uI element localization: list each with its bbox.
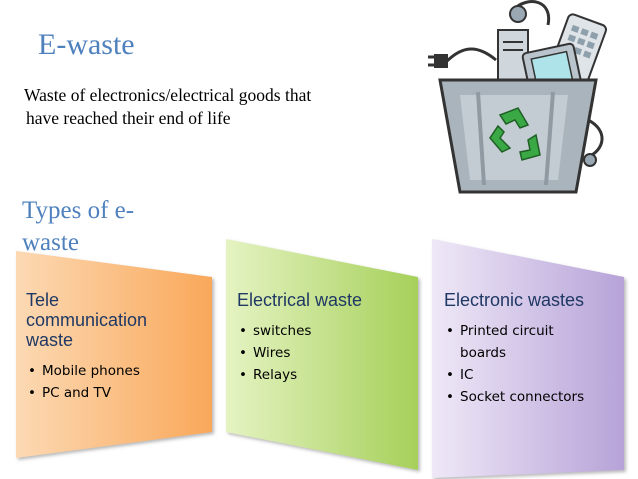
list-item: •IC [446,367,474,383]
card-list: •Printed circuit boards •IC •Socket conn… [444,320,624,408]
card-list: •Mobile phones •PC and TV [26,360,206,404]
list-item-text: Relays [253,367,298,383]
card-electrical-waste: Electrical waste •switches •Wires •Relay… [237,290,412,386]
card-heading: Electronic wastes [444,290,624,310]
list-item: •switches [239,323,312,339]
list-item-text: Socket connectors [460,389,585,405]
types-heading-line-1: Types of e- [22,197,135,224]
list-item: •Mobile phones [28,363,140,379]
list-item-text: Mobile phones [42,363,140,379]
list-item-text: IC [460,367,474,383]
card-heading-line: waste [26,330,74,350]
card-heading-line: communication [26,310,148,330]
card-heading-line: Electrical waste [237,290,363,310]
list-item-text: boards [460,345,507,361]
slide-title: E-waste [38,28,135,61]
card-heading: Electrical waste [237,290,412,310]
list-item: •PC and TV [28,385,112,401]
card-list: •switches •Wires •Relays [237,320,412,386]
card-electronic-shape [432,239,624,478]
list-item: •Wires [239,345,291,361]
recycle-bin-electronics-icon [428,0,607,194]
card-heading: Tele communication waste [26,290,206,350]
list-item-continuation: boards [444,342,624,364]
list-item-text: switches [253,323,312,339]
list-item: •Socket connectors [446,389,585,405]
card-heading-line: Electronic wastes [444,290,585,310]
list-item: •Relays [239,367,298,383]
list-item-text: PC and TV [42,385,112,401]
list-item-text: Wires [253,345,291,361]
slide-subtitle: Waste of electronics/electrical goods th… [24,84,404,130]
card-heading-line: Tele [26,290,60,310]
subtitle-line-2: have reached their end of life [26,108,231,128]
subtitle-line-1: Waste of electronics/electrical goods th… [24,85,312,105]
card-electronic-wastes: Electronic wastes •Printed circuit board… [444,290,624,408]
types-heading-line-2: waste [22,229,79,256]
types-heading: Types of e- waste [22,195,134,259]
list-item: •Printed circuit [446,323,554,339]
card-telecommunication-shape [16,251,212,458]
card-electrical-shape [226,239,418,470]
card-telecommunication-waste: Tele communication waste •Mobile phones … [26,290,206,404]
list-item-text: Printed circuit [460,323,554,339]
